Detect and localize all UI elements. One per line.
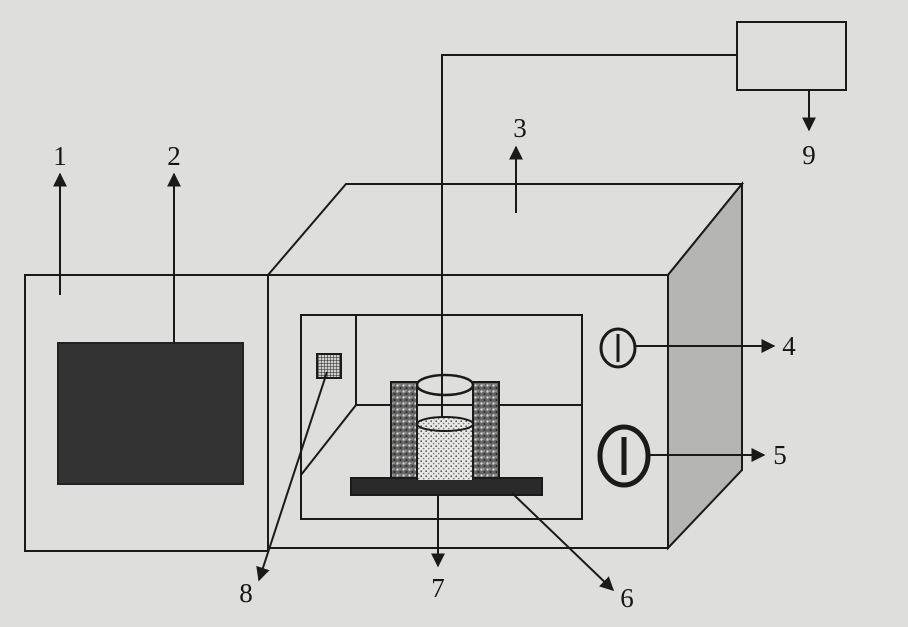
callout-label-6: 6 [620, 583, 634, 613]
thermocouple-wire [441, 54, 737, 418]
callout-label-4: 4 [782, 331, 796, 361]
recorder-box [736, 21, 847, 91]
callout-label-1: 1 [53, 141, 67, 171]
vessel-rim [415, 373, 475, 397]
sample-material [417, 424, 473, 480]
callout-label-2: 2 [167, 141, 181, 171]
arrow-8 [256, 371, 328, 582]
display-panel [57, 342, 244, 485]
callout-label-7: 7 [431, 573, 445, 603]
mesh-window [316, 353, 342, 379]
base-plate [350, 477, 543, 496]
oven-top-face [265, 183, 745, 276]
callout-label-5: 5 [773, 440, 787, 470]
oven-side-face [667, 181, 743, 551]
knob-lower [597, 424, 651, 488]
arrow-6 [511, 492, 615, 591]
callout-label-3: 3 [513, 113, 527, 143]
knob-upper [599, 327, 637, 369]
insulation-left [390, 381, 418, 479]
cavity-corner-edge [300, 404, 357, 476]
callout-label-9: 9 [802, 140, 816, 170]
insulation-right [472, 381, 500, 479]
callout-label-8: 8 [239, 578, 253, 608]
sample-surface [416, 416, 474, 432]
